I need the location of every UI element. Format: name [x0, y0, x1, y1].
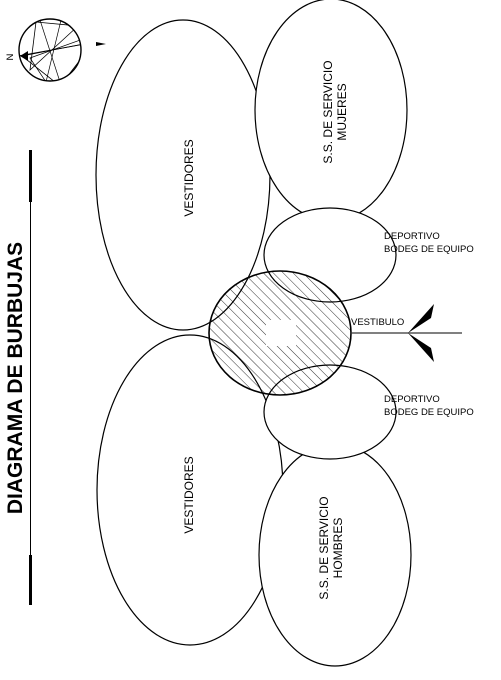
title-block: DIAGRAMA DE BURBUJAS — [4, 150, 32, 605]
vestibulo-label-clear — [266, 320, 296, 346]
label-ss-hombres-line2: HOMBRES — [331, 518, 345, 579]
label-vestibulo: VESTIBULO — [351, 317, 404, 328]
compass-tail-icon — [20, 51, 28, 61]
title-bar-top — [29, 150, 32, 202]
label-ss-mujeres-line1: S.S. DE SERVICIO — [321, 60, 335, 163]
entrance-arrow-upper — [408, 304, 434, 333]
bubble-vestibulo — [208, 270, 352, 396]
entrance-arrow-lower — [408, 333, 434, 362]
label-ss-hombres-line1: S.S. DE SERVICIO — [317, 496, 331, 599]
label-ss-mujeres-line2: MUJERES — [335, 83, 349, 140]
compass-star-icon — [19, 19, 81, 81]
compass-north-label: N — [5, 53, 16, 60]
label-bodega-bottom: BODEG DE EQUIPO — [384, 407, 474, 418]
label-vestidores-bottom: VESTIDORES — [182, 456, 196, 533]
label-vestidores-top: VESTIDORES — [182, 139, 196, 216]
entrance-arrow-icon — [352, 304, 462, 362]
title-bar-bottom — [29, 555, 32, 605]
compass-circle — [18, 18, 82, 82]
label-bodega-top: BODEG DE EQUIPO — [384, 244, 474, 255]
page-title: DIAGRAMA DE BURBUJAS — [4, 242, 27, 514]
compass-icon: N — [5, 18, 106, 82]
compass-north-arrow-icon — [96, 42, 106, 46]
label-deportivo-bottom: DEPORTIVO — [384, 394, 440, 405]
label-deportivo-top: DEPORTIVO — [384, 231, 440, 242]
